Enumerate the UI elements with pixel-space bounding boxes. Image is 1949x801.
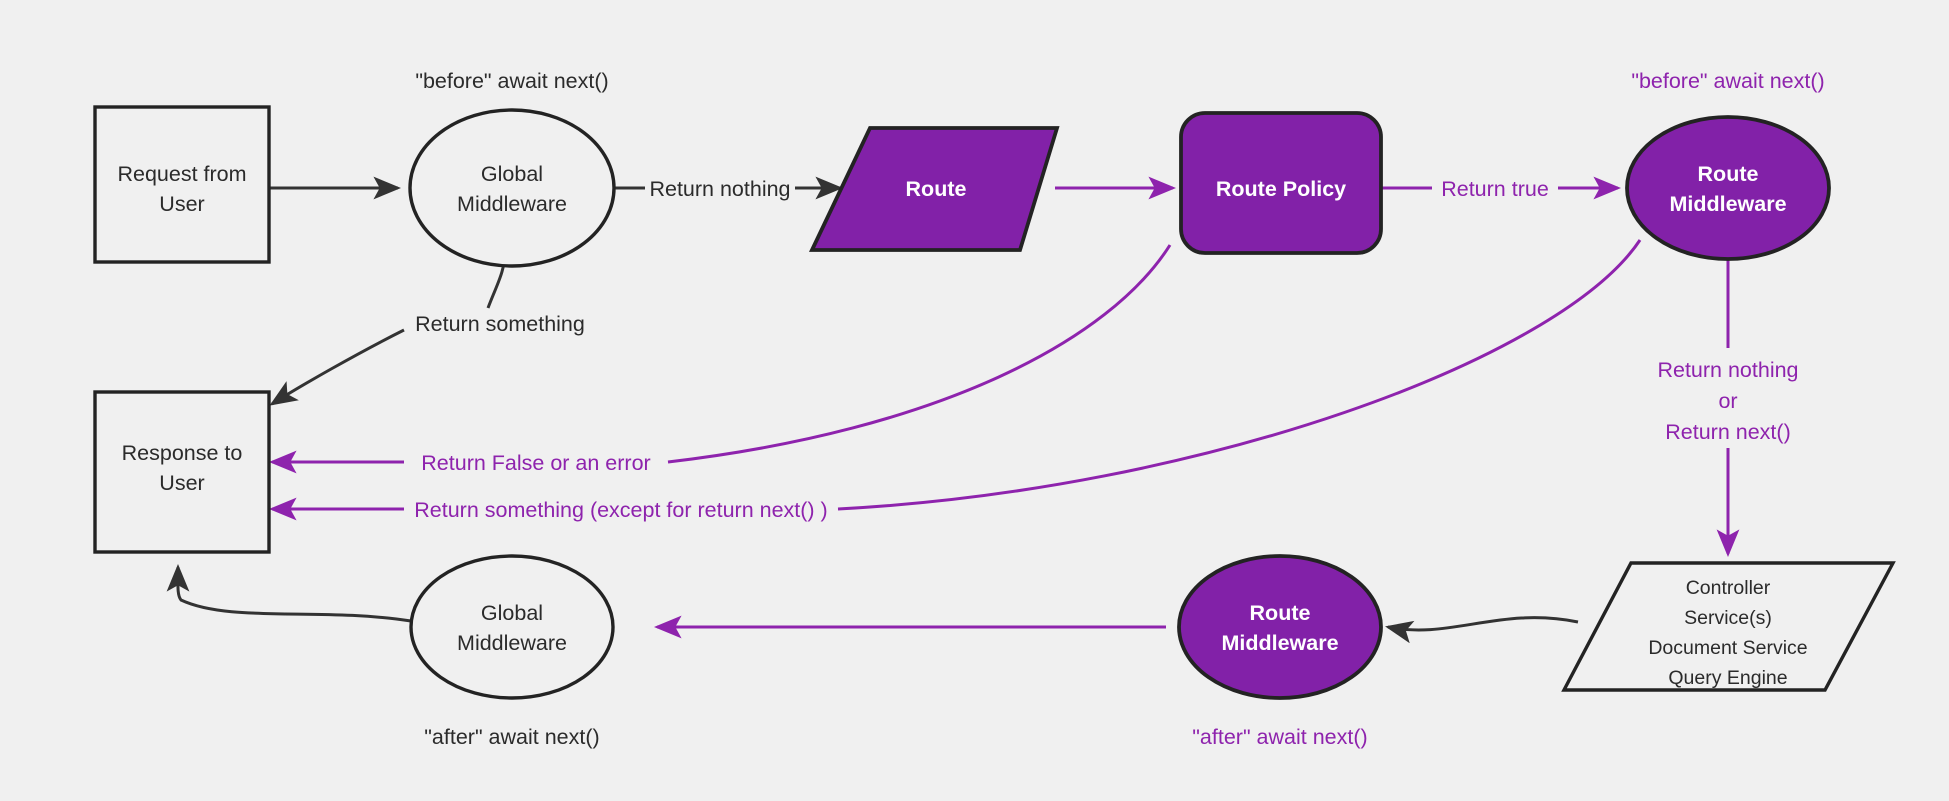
edge-label-return-something-except-next: Return something (except for return next… [414,498,827,522]
annotation-before-await-next-global: "before" await next() [415,69,608,93]
edge-global-middleware-bottom-to-response [166,563,412,623]
global-middleware-top-label-line2: Middleware [457,192,567,216]
route-middleware-top-label-line2: Middleware [1669,192,1786,216]
node-route[interactable]: Route [808,126,1060,252]
route-middleware-bottom-label-line1: Route [1250,601,1311,625]
node-global-middleware-top[interactable]: Global Middleware [408,108,616,268]
global-middleware-bottom-shape [409,554,615,700]
node-route-middleware-bottom[interactable]: Route Middleware [1177,554,1383,700]
response-to-user-label-line2: User [159,471,204,495]
route-shape [808,126,1060,252]
controller-service-label-line4: Query Engine [1668,667,1787,689]
edge-route-middleware-return-something-curve [837,239,1642,511]
request-from-user-shape [93,105,271,264]
route-middleware-top-shape [1625,115,1831,261]
global-middleware-bottom-label-line2: Middleware [457,631,567,655]
edge-label-return-false-or-error: Return False or an error [421,451,650,475]
annotation-before-await-next-route: "before" await next() [1631,69,1824,93]
route-label: Route [906,177,967,201]
annotation-after-await-next-route: "after" await next() [1192,725,1367,749]
request-from-user-label-line1: Request from [117,162,246,186]
node-response-to-user[interactable]: Response to User [93,390,271,554]
response-to-user-shape [93,390,271,554]
annotation-after-await-next-global: "after" await next() [424,725,599,749]
route-middleware-top-label-line1: Route [1698,162,1759,186]
edge-label-return-true: Return true [1441,177,1549,201]
node-global-middleware-bottom[interactable]: Global Middleware [409,554,615,700]
edge-label-return-nothing-top: Return nothing [649,177,790,201]
edge-route-policy-return-false-curve [667,244,1172,464]
edge-label-return-nothing-or-next-line1: Return nothing [1657,358,1798,382]
route-middleware-bottom-shape [1177,554,1383,700]
node-controller-service[interactable]: Controller Service(s) Document Service Q… [1561,561,1896,692]
controller-service-shape [1561,561,1896,692]
edge-label-return-nothing-or-next-line3: Return next() [1665,420,1790,444]
response-to-user-label-line1: Response to [122,441,243,465]
route-policy-shape [1179,111,1383,255]
route-middleware-bottom-label-line2: Middleware [1221,631,1338,655]
edge-label-return-something-top: Return something [415,312,585,336]
node-route-middleware-top[interactable]: Route Middleware [1625,115,1831,261]
global-middleware-top-label-line1: Global [481,162,543,186]
controller-service-label-line2: Service(s) [1684,607,1772,629]
global-middleware-top-shape [408,108,616,268]
node-route-policy[interactable]: Route Policy [1179,111,1383,255]
controller-service-label-line3: Document Service [1648,637,1807,659]
route-policy-label: Route Policy [1216,177,1346,201]
global-middleware-bottom-label-line1: Global [481,601,543,625]
controller-service-label-line1: Controller [1686,577,1771,599]
edge-controller-to-route-middleware-bottom [1385,616,1579,644]
request-from-user-label-line2: User [159,192,204,216]
node-request-from-user[interactable]: Request from User [93,105,271,264]
edge-label-return-nothing-or-next-line2: or [1718,389,1737,413]
edge-return-something-to-response [269,328,405,406]
